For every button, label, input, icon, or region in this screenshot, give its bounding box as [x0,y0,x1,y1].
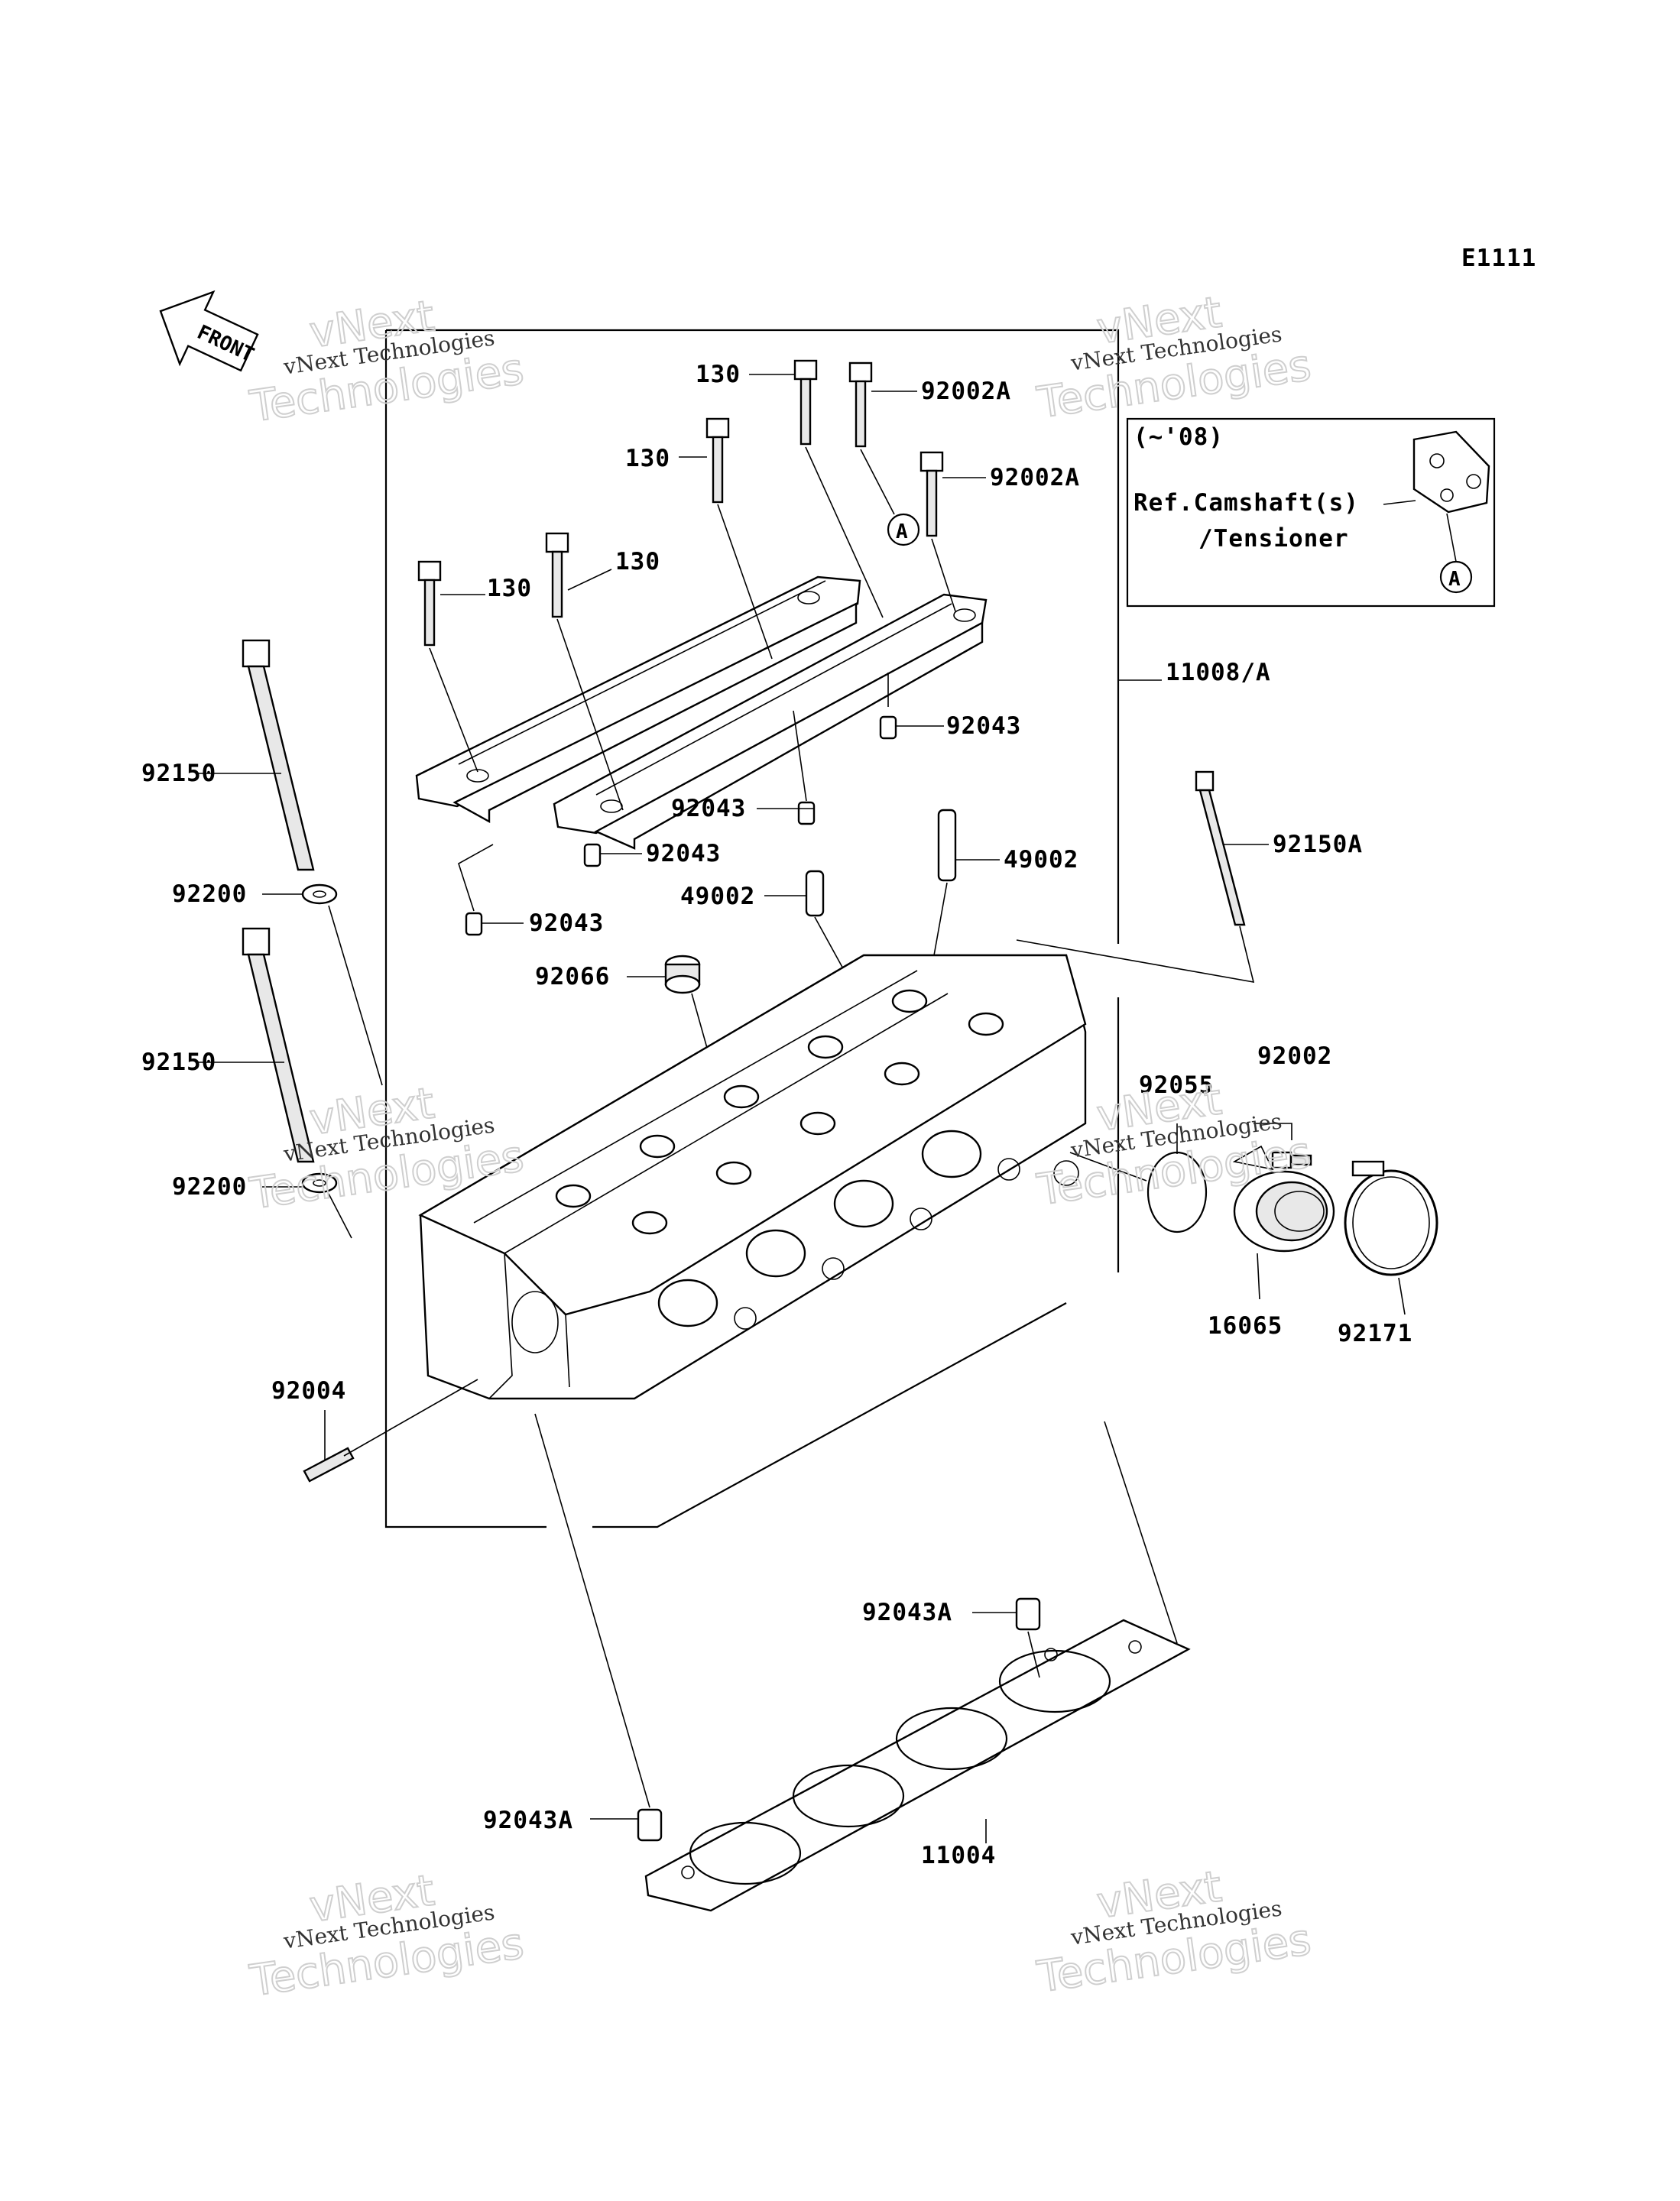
label-92043: 92043 [946,712,1021,740]
oring-92055-icon [1146,1123,1208,1233]
label-92150: 92150 [141,1049,216,1076]
inset-tensioner: /Tensioner [1198,525,1349,553]
inset-ref: Ref.Camshaft(s) [1134,489,1359,517]
part-labels: 130 92002A 130 92002A 130 130 11008/A 92… [141,361,1412,1869]
cylinder-head-icon [418,954,1087,1400]
label-49002: 49002 [680,883,755,910]
bolt-leader-lines [429,374,986,811]
plug-92066-icon [627,955,727,1117]
front-arrow-icon: FRONT [159,290,259,372]
inset-date: (~'08) [1134,423,1224,451]
label-92150A: 92150A [1273,831,1363,858]
label-92150: 92150 [141,760,216,787]
diagram-code: E1111 [1461,245,1536,272]
label-92002A: 92002A [921,378,1011,405]
guide-49002-icons [764,809,1000,979]
svg-text:A: A [896,520,909,543]
holder-16065-icon [1069,1145,1335,1300]
label-11008A: 11008/A [1166,659,1271,686]
marker-a: A [887,513,920,546]
camshaft-cap-front [553,593,988,850]
clamp-92171-icon [1344,1160,1438,1315]
label-92043A: 92043A [483,1807,573,1834]
camshaft-cap-rear [415,575,861,824]
inset-reference-box: (~'08) Ref.Camshaft(s) /Tensioner A [1126,417,1496,608]
label-130: 130 [625,445,670,472]
label-49002: 49002 [1004,846,1078,874]
label-92043: 92043 [646,840,721,867]
stud-92004-icon [303,1379,478,1483]
label-16065: 16065 [1208,1312,1283,1340]
inset-bracket-icon [1412,430,1490,514]
label-92002: 92002 [1257,1042,1332,1070]
label-92200: 92200 [172,1173,247,1201]
dowel-92043-icons [458,673,944,936]
washer-92200-icons [262,883,383,1239]
assembly-frame [384,329,1162,1528]
head-gasket-11004-icon [644,1421,1191,1912]
label-92043: 92043 [671,795,746,822]
label-130: 130 [615,548,660,575]
label-130: 130 [487,575,532,602]
screw-92002-icon [1254,1123,1312,1169]
label-92200: 92200 [172,880,247,908]
inset-marker: A [1448,568,1461,591]
label-92055: 92055 [1139,1071,1214,1099]
dowel-92043A-icons [534,1413,1041,1842]
label-92043A: 92043A [862,1599,952,1626]
label-92171: 92171 [1338,1320,1412,1347]
label-92066: 92066 [535,963,610,990]
label-11004: 11004 [921,1842,996,1869]
label-92002A: 92002A [990,464,1080,491]
label-92004: 92004 [271,1377,346,1405]
head-bolt-92150-icons [197,639,1269,1163]
label-130: 130 [696,361,741,388]
bolt-130-icons [417,359,944,647]
label-92043: 92043 [529,909,604,937]
